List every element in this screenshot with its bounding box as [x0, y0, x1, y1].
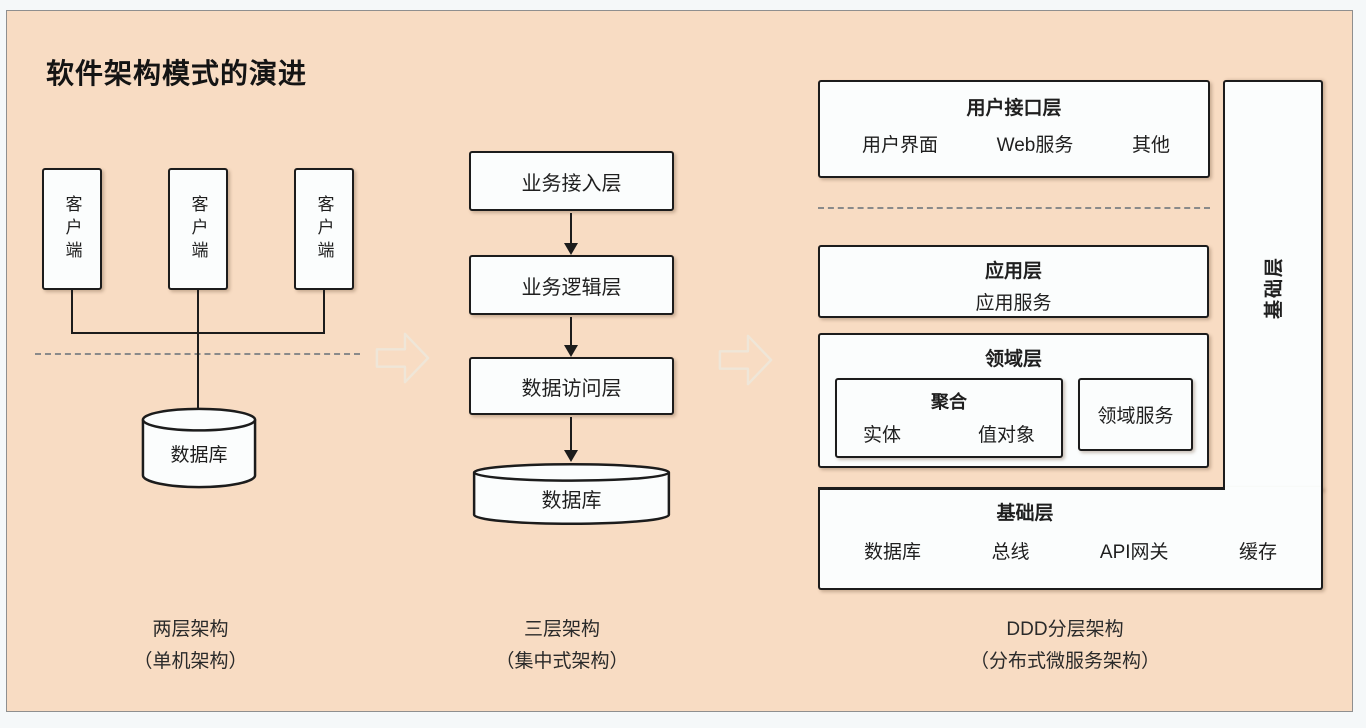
layer-box: 业务逻辑层	[469, 255, 674, 315]
ui-layer-box: 用户接口层 用户界面 Web服务 其他	[818, 80, 1210, 178]
caption-line: 三层架构	[523, 619, 600, 640]
cylinder-shape	[469, 462, 674, 526]
down-arrow-icon	[564, 417, 578, 462]
domain-service-label: 领域服务	[1097, 406, 1174, 427]
infra-layer-box: 基础层 数据库 总线 API网关 缓存	[818, 487, 1323, 590]
client-box: 客户端	[168, 168, 228, 290]
transition-arrow-icon	[374, 329, 432, 387]
connector-line	[71, 290, 73, 334]
layer-box: 业务接入层	[469, 151, 674, 211]
caption-line: DDD分层架构	[1006, 619, 1124, 640]
infra-layer-item: 数据库	[864, 542, 922, 563]
client-box: 客户端	[42, 168, 102, 290]
infra-layer-top-border	[818, 487, 1225, 490]
infra-layer-item: 缓存	[1238, 542, 1277, 563]
aggregate-title: 聚合	[931, 392, 967, 412]
down-arrow-icon	[564, 213, 578, 255]
layer-label: 业务逻辑层	[521, 276, 622, 299]
layer-label: 业务接入层	[521, 172, 622, 195]
ui-layer-item: 用户界面	[862, 135, 939, 156]
client-label: 客户端	[314, 194, 334, 264]
infra-side-bar: 基础层	[1223, 80, 1323, 492]
app-layer-item: 应用服务	[975, 293, 1052, 314]
aggregate-item: 实体	[863, 425, 902, 446]
infra-side-bar-label: 基础层	[1264, 255, 1286, 319]
domain-layer-title: 领域层	[984, 349, 1042, 370]
caption-line: （单机架构）	[133, 651, 248, 672]
app-layer-box: 应用层 应用服务	[818, 245, 1209, 318]
caption-line: （分布式微服务架构）	[969, 651, 1160, 672]
client-label: 客户端	[62, 194, 82, 264]
ui-layer-title: 用户接口层	[966, 98, 1062, 119]
infra-layer-item: 总线	[991, 542, 1030, 563]
layer-box: 数据访问层	[469, 357, 674, 415]
client-label: 客户端	[188, 194, 208, 264]
caption-line: （集中式架构）	[495, 651, 629, 672]
ui-layer-item: 其他	[1131, 135, 1170, 156]
ui-layer-item: Web服务	[996, 135, 1074, 156]
caption-line: 两层架构	[152, 619, 229, 640]
database-cylinder: 数据库	[469, 462, 674, 526]
separator-dashed-line	[818, 207, 1210, 209]
transition-arrow-icon	[717, 331, 775, 389]
layer-label: 数据访问层	[521, 377, 622, 400]
section-caption: DDD分层架构 （分布式微服务架构）	[910, 614, 1220, 678]
aggregate-box: 聚合 实体 值对象	[835, 378, 1063, 458]
aggregate-item: 值对象	[977, 425, 1035, 446]
client-box: 客户端	[294, 168, 354, 290]
page-title: 软件架构模式的演进	[46, 58, 308, 89]
app-layer-title: 应用层	[984, 261, 1042, 282]
infra-layer-item: API网关	[1099, 542, 1169, 563]
connector-line	[323, 290, 325, 334]
database-cylinder: 数据库	[140, 406, 258, 490]
database-label: 数据库	[170, 445, 228, 466]
database-label: 数据库	[541, 490, 602, 512]
cylinder-shape	[140, 406, 258, 490]
domain-service-box: 领域服务	[1078, 378, 1193, 451]
infra-layer-title: 基础层	[996, 503, 1054, 524]
section-caption: 三层架构 （集中式架构）	[462, 614, 662, 678]
down-arrow-icon	[564, 317, 578, 357]
connector-line	[197, 290, 199, 410]
section-caption: 两层架构 （单机架构）	[88, 614, 293, 678]
